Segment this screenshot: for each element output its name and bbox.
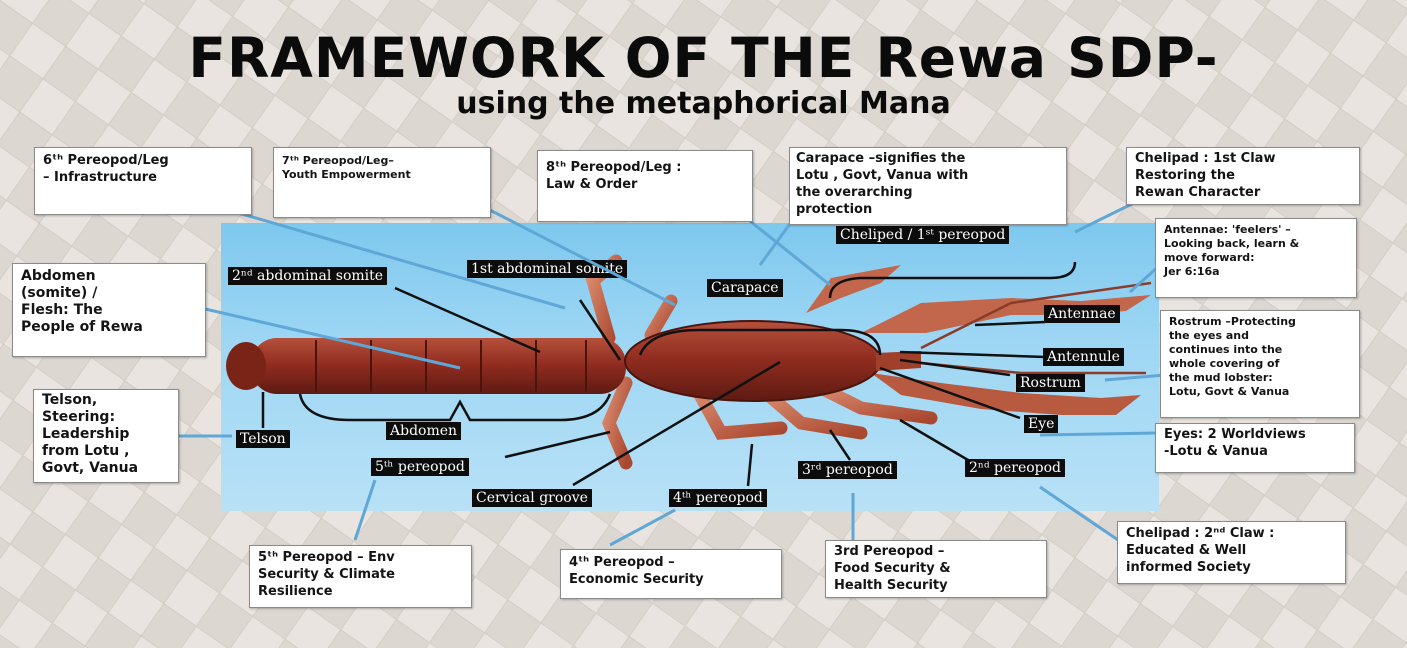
lobster-photo: 2ⁿᵈ abdominal somite 1st abdominal somit… bbox=[221, 223, 1159, 511]
label-abdomen: Abdomen bbox=[386, 422, 461, 440]
label-3rd-pereopod: 3ʳᵈ pereopod bbox=[798, 461, 897, 479]
label-2nd-pereopod: 2ⁿᵈ pereopod bbox=[965, 459, 1065, 477]
callout-carapace: Carapace –signifies the Lotu , Govt, Van… bbox=[789, 147, 1067, 225]
label-2nd-abdominal-somite: 2ⁿᵈ abdominal somite bbox=[228, 267, 387, 285]
label-antennule: Antennule bbox=[1043, 348, 1124, 366]
callout-telson: Telson, Steering: Leadership from Lotu ,… bbox=[33, 389, 179, 483]
label-cervical-groove: Cervical groove bbox=[472, 489, 592, 507]
callout-rostrum: Rostrum –Protecting the eyes and continu… bbox=[1160, 310, 1360, 418]
callout-3rd-pereopod: 3rd Pereopod – Food Security & Health Se… bbox=[825, 540, 1047, 598]
carapace-shape bbox=[625, 321, 881, 401]
callout-8th-pereopod: 8ᵗʰ Pereopod/Leg : Law & Order bbox=[537, 150, 753, 222]
label-telson: Telson bbox=[236, 430, 290, 448]
abdomen-segments bbox=[226, 338, 626, 394]
callout-5th-pereopod: 5ᵗʰ Pereopod – Env Security & Climate Re… bbox=[249, 545, 472, 608]
callout-6th-pereopod: 6ᵗʰ Pereopod/Leg – Infrastructure bbox=[34, 147, 252, 215]
callout-antennae: Antennae: 'feelers' – Looking back, lear… bbox=[1155, 218, 1357, 298]
callout-abdomen: Abdomen (somite) / Flesh: The People of … bbox=[12, 263, 206, 357]
label-4th-pereopod: 4ᵗʰ pereopod bbox=[669, 489, 767, 507]
callout-7th-pereopod: 7ᵗʰ Pereopod/Leg– Youth Empowerment bbox=[273, 147, 491, 218]
callout-4th-pereopod: 4ᵗʰ Pereopod – Economic Security bbox=[560, 549, 782, 599]
label-carapace: Carapace bbox=[707, 279, 783, 297]
label-rostrum: Rostrum bbox=[1016, 374, 1085, 392]
label-5th-pereopod: 5ᵗʰ pereopod bbox=[371, 458, 469, 476]
label-eye: Eye bbox=[1024, 415, 1058, 433]
label-1st-abdominal-somite: 1st abdominal somite bbox=[467, 260, 627, 278]
callout-chelipad-1: Chelipad : 1st Claw Restoring the Rewan … bbox=[1126, 147, 1360, 205]
slide-subtitle: using the metaphorical Mana bbox=[0, 86, 1407, 121]
callout-chelipad-2: Chelipad : 2ⁿᵈ Claw : Educated & Well in… bbox=[1117, 521, 1346, 584]
label-cheliped-1st-pereopod: Cheliped / 1ˢᵗ pereopod bbox=[836, 226, 1009, 244]
callout-eyes: Eyes: 2 Worldviews -Lotu & Vanua bbox=[1155, 423, 1355, 473]
slide-title: FRAMEWORK OF THE Rewa SDP- bbox=[0, 26, 1407, 90]
label-antennae: Antennae bbox=[1044, 305, 1120, 323]
